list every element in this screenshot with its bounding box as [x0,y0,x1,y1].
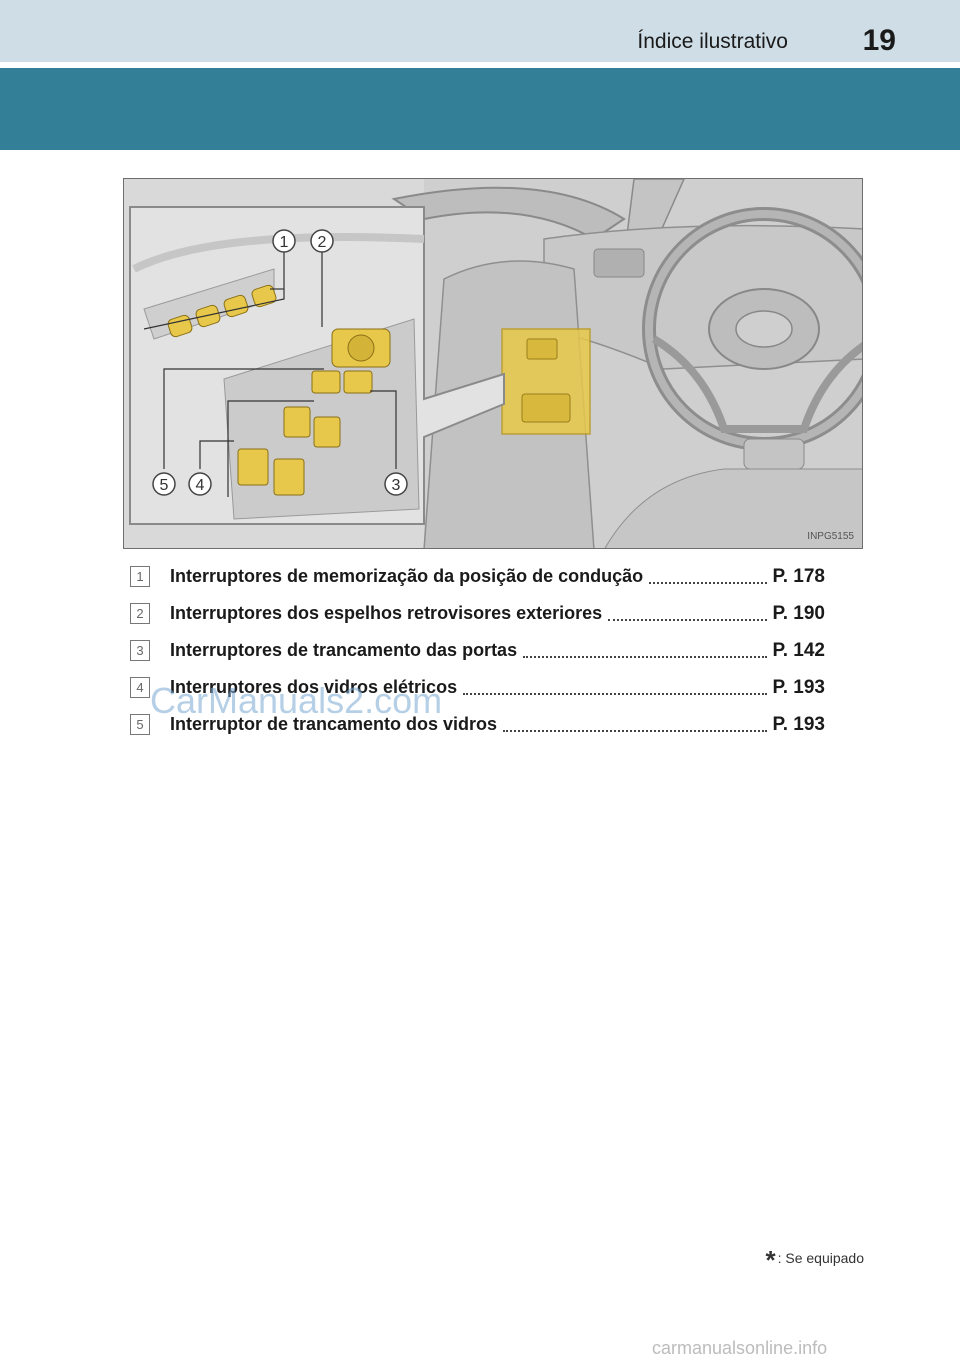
item-label: Interruptores de memorização da posição … [170,566,644,586]
illustration-door-switches: 1 2 3 4 5 INPG5155 [123,178,863,549]
page-reference[interactable]: P. 190 [772,602,825,624]
header-divider [0,62,960,68]
item-number: 5 [130,714,150,735]
footnote: *: Se equipado [765,1245,864,1276]
dot-leader [503,729,767,732]
dot-leader [608,618,767,621]
footer-site-watermark: carmanualsonline.info [652,1338,828,1358]
svg-text:1: 1 [280,234,289,251]
footnote-text: : Se equipado [777,1250,864,1266]
legend-item: 3 Interruptores de trancamento das porta… [130,632,825,669]
watermark-logo: CarManuals2.com [150,680,443,721]
svg-text:2: 2 [318,234,327,251]
page-number: 19 [862,24,896,57]
dot-leader [463,692,767,695]
item-number: 3 [130,640,150,661]
callout-1: 1 [272,229,296,253]
callout-4: 4 [188,472,212,496]
item-label: Interruptores dos vidros elétricos [170,677,458,697]
image-code: INPG5155 [807,531,854,542]
page-header: Índice ilustrativo 19 [0,0,960,62]
dot-leader [523,655,767,658]
callout-2: 2 [310,229,334,253]
svg-text:3: 3 [392,477,401,494]
header-band [0,68,960,150]
item-number: 2 [130,603,150,624]
item-number: 1 [130,566,150,587]
item-number: 4 [130,677,150,698]
page-reference[interactable]: P. 178 [772,565,825,587]
item-label: Interruptores dos espelhos retrovisores … [170,603,603,623]
dot-leader [649,581,767,584]
legend-item: 2 Interruptores dos espelhos retrovisore… [130,595,825,632]
item-label: Interruptor de trancamento dos vidros [170,714,498,734]
page-reference[interactable]: P. 193 [772,676,825,698]
page-reference[interactable]: P. 142 [772,639,825,661]
illustration-drawing: 1 2 3 4 5 [124,179,862,548]
asterisk-symbol: * [765,1245,776,1275]
legend-item: 4 Interruptores dos vidros elétricos P. … [130,669,825,706]
legend-list: 1 Interruptores de memorização da posiçã… [130,558,825,743]
svg-text:5: 5 [160,477,169,494]
svg-text:4: 4 [196,477,205,494]
callout-3: 3 [384,472,408,496]
legend-item: 1 Interruptores de memorização da posiçã… [130,558,825,595]
legend-item: 5 Interruptor de trancamento dos vidros … [130,706,825,743]
callout-5: 5 [152,472,176,496]
page-reference[interactable]: P. 193 [772,713,825,735]
section-title: Índice ilustrativo [637,30,788,53]
item-label: Interruptores de trancamento das portas [170,640,518,660]
